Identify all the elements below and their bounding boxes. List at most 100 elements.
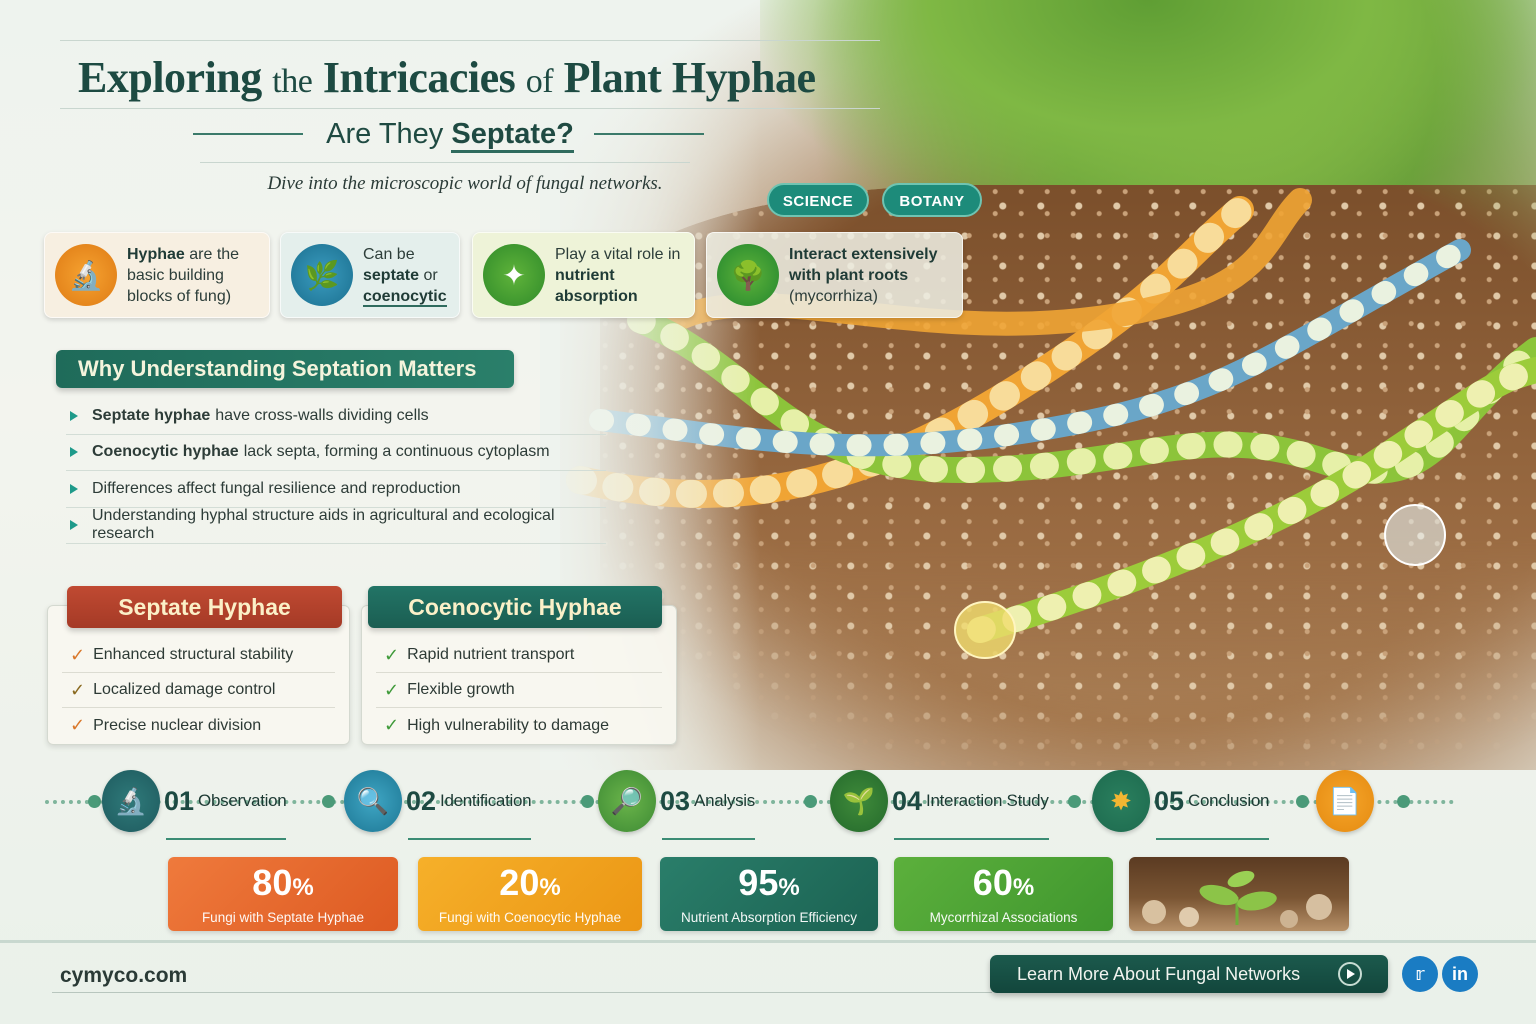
step-label: Interaction Study — [926, 791, 1049, 810]
stat-value: 20% — [499, 862, 561, 903]
step-number: 04 — [892, 785, 923, 816]
stat-label: Fungi with Septate Hyphae — [201, 910, 365, 925]
play-icon — [1338, 962, 1362, 986]
footer-rule — [52, 992, 992, 993]
timeline-node — [1296, 795, 1309, 808]
step-report[interactable]: 📄 — [1316, 770, 1374, 832]
fact-card-nutrients: ✦ Play a vital role in nutrient absorpti… — [472, 232, 695, 318]
fact-text: Play a vital role in nutrient absorption — [555, 245, 681, 305]
seedling-icon — [1142, 870, 1332, 928]
step-label: Conclusion — [1188, 791, 1270, 810]
page-title: Exploring the Intricacies of Plant Hypha… — [78, 53, 816, 102]
coenocytic-card: ✓Rapid nutrient transport ✓Flexible grow… — [361, 605, 677, 745]
stat-value: 60% — [972, 862, 1035, 903]
stat-mycorrhizal: 60% Mycorrhizal Associations — [894, 857, 1113, 931]
document-icon: 📄 — [1316, 770, 1374, 832]
step-underline — [662, 838, 755, 840]
section-heading-why: Why Understanding Septation Matters — [56, 350, 514, 388]
list-item: Understanding hyphal structure aids in a… — [66, 507, 606, 544]
list-item: ✓Localized damage control — [62, 673, 335, 708]
step-number: 02 — [406, 785, 437, 816]
divider — [60, 108, 880, 109]
step-underline — [894, 838, 1049, 840]
bullet-arrow-icon — [70, 447, 78, 458]
step-interaction-study[interactable]: 🌱 04 Interaction Study — [830, 770, 1049, 840]
step-number: 01 — [164, 785, 195, 816]
list-item: ✓Flexible growth — [376, 673, 662, 708]
branch-icon: 🌿 — [291, 244, 353, 306]
tag-botany[interactable]: BOTANY — [882, 183, 982, 217]
site-link[interactable]: cymyco.com — [60, 964, 188, 987]
nutrient-icon: ✦ — [483, 244, 545, 306]
stat-coenocytic: 20% Fungi with Coenocytic Hyphae — [418, 857, 642, 931]
stat-value: 95% — [738, 862, 800, 903]
fact-card-mycorrhiza: 🌳 Interact extensively with plant roots(… — [706, 232, 963, 318]
footer-divider — [0, 940, 1536, 943]
list-item: Differences affect fungal resilience and… — [66, 471, 606, 508]
stat-label: Mycorrhizal Associations — [929, 910, 1078, 925]
step-analysis[interactable]: 🔎 03 Analysis — [598, 770, 755, 840]
tree-icon: 🌳 — [717, 244, 779, 306]
list-item: ✓Rapid nutrient transport — [376, 638, 662, 673]
step-identification[interactable]: 🔍 02 Identification — [344, 770, 532, 840]
step-observation[interactable]: 🔬 01 Observation — [102, 770, 287, 840]
check-icon: ✓ — [384, 679, 400, 700]
list-item: ✓High vulnerability to damage — [384, 715, 609, 735]
bullet-arrow-icon — [70, 410, 78, 421]
magnifier-icon: 🔍 — [344, 770, 402, 832]
linkedin-icon[interactable]: in — [1442, 956, 1478, 992]
timeline-node — [581, 795, 594, 808]
list-item: ✓Precise nuclear division — [70, 715, 262, 735]
septate-card: ✓Enhanced structural stability ✓Localize… — [47, 605, 350, 745]
step-number: 05 — [1154, 785, 1185, 816]
fact-text: Interact extensively with plant roots(my… — [789, 245, 938, 305]
step-number: 03 — [660, 785, 691, 816]
timeline-node — [88, 795, 101, 808]
fact-card-types: 🌿 Can be septate or coenocytic — [280, 232, 460, 318]
microscope-icon: 🔬 — [102, 770, 160, 832]
coenocytic-heading: Coenocytic Hyphae — [368, 586, 662, 628]
step-underline — [408, 838, 532, 840]
step-label: Identification — [440, 791, 532, 810]
search-icon: 🔎 — [598, 770, 656, 832]
stat-label: Fungi with Coenocytic Hyphae — [438, 910, 622, 925]
twitter-icon[interactable]: 𝕣 — [1402, 956, 1438, 992]
subtitle-rule-right — [594, 133, 704, 135]
stat-label: Nutrient Absorption Efficiency — [680, 910, 858, 925]
step-label: Observation — [198, 791, 287, 810]
stat-value: 80% — [252, 862, 314, 903]
seedling-icon: 🌱 — [830, 770, 888, 832]
subtitle-rule-left — [193, 133, 303, 135]
learn-more-button[interactable]: Learn More About Fungal Networks — [990, 955, 1388, 993]
fact-card-hyphae: 🔬 Hyphae are the basic building blocks o… — [44, 232, 270, 318]
list-item: ✓Enhanced structural stability — [62, 638, 335, 673]
check-icon: ✓ — [70, 679, 86, 700]
subtitle: Are They Septate? — [190, 118, 710, 153]
check-icon: ✓ — [70, 644, 86, 665]
timeline-node — [804, 795, 817, 808]
step-conclusion[interactable]: ✸ 05 Conclusion — [1092, 770, 1270, 840]
bullet-arrow-icon — [70, 520, 78, 531]
bullet-arrow-icon — [70, 483, 78, 494]
septate-heading: Septate Hyphae — [67, 586, 342, 628]
check-icon: ✓ — [384, 715, 400, 735]
timeline-node — [1068, 795, 1081, 808]
step-label: Analysis — [694, 791, 755, 810]
stat-septate: 80% Fungi with Septate Hyphae — [168, 857, 398, 931]
step-underline — [166, 838, 287, 840]
fact-text: Hyphae are the basic building blocks of … — [127, 245, 240, 305]
timeline-node — [1397, 795, 1410, 808]
tag-science[interactable]: SCIENCE — [767, 183, 869, 217]
seedling-image — [1129, 857, 1349, 931]
stat-nutrient: 95% Nutrient Absorption Efficiency — [660, 857, 878, 931]
step-underline — [1156, 838, 1270, 840]
check-icon: ✓ — [384, 644, 400, 665]
tagline: Dive into the microscopic world of funga… — [267, 173, 663, 194]
process-dotted-line — [45, 800, 1455, 804]
check-icon: ✓ — [70, 715, 86, 735]
star-icon: ✸ — [1092, 770, 1150, 832]
fact-text: Can be septate or coenocytic — [363, 245, 447, 307]
